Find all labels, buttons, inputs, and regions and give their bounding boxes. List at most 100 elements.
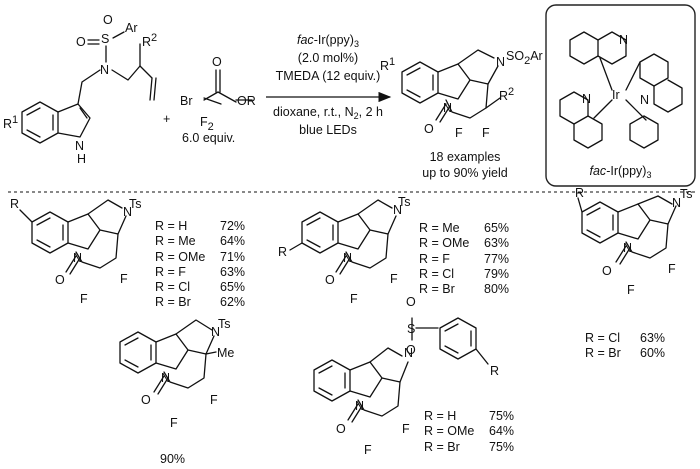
catalyst-n-label-3: N: [582, 92, 591, 106]
reagent-br-label: Br: [180, 94, 193, 108]
substituent-label: R = Cl: [585, 331, 621, 345]
yield-row: R = Br 62%: [155, 295, 245, 310]
plus-sign: +: [163, 112, 170, 126]
scope4-n2-label: N: [161, 371, 170, 385]
reagent-f2-label: F2: [200, 115, 214, 133]
scope2-n-label: N: [393, 203, 402, 217]
product-so2ar-label: SO2Ar: [506, 49, 543, 67]
reagent-o-label: O: [212, 55, 222, 69]
scope4-n-label: N: [211, 325, 220, 339]
product-r2-label: R2: [499, 86, 514, 103]
scope4-ts-label: Ts: [218, 317, 231, 331]
scope4-f-label-2: F: [210, 393, 218, 407]
substituent-label: R = F: [155, 264, 186, 279]
yield-value: 79%: [484, 266, 510, 281]
scope1-f-label-1: F: [80, 292, 88, 306]
scope2-f-label-1: F: [350, 292, 358, 306]
substituent-label: R = OMe: [155, 249, 206, 264]
scope1-ts-label: Ts: [129, 197, 142, 211]
substituent-label: R = F: [419, 251, 450, 266]
scope3-f-label-1: F: [627, 283, 635, 297]
substituent-label: R = Me: [419, 221, 460, 235]
yield-value: 65%: [484, 221, 510, 235]
substituent-label: R = Me: [155, 234, 196, 249]
product-n2-label: N: [443, 101, 452, 115]
product-r1-label: R1: [380, 56, 395, 73]
scope1-r-label: R: [10, 197, 19, 211]
scope5-n2-label: N: [355, 399, 364, 413]
yield-value: 77%: [484, 251, 510, 266]
scope4-me-label: Me: [217, 346, 234, 360]
catalyst-loading: (2.0 mol%): [297, 51, 359, 65]
yield-value: 63%: [640, 331, 666, 345]
scope3-ts-label: Ts: [680, 187, 693, 201]
scope5-o-label-2: O: [406, 343, 416, 357]
scope5-r-label: R: [490, 364, 499, 378]
substrate-r1-label: R1: [3, 114, 18, 131]
yield-value: 60%: [640, 346, 666, 361]
product-n-label: N: [496, 55, 505, 69]
reagent-or-label: OR: [237, 94, 256, 108]
reagent-structure: [203, 69, 253, 105]
scope5-o-label-3: O: [336, 422, 346, 436]
scope5-o-label-1: O: [406, 295, 416, 309]
yield-row: R = Me 65%: [419, 221, 509, 236]
yield-value: 64%: [220, 234, 246, 249]
yield-row: R = Br 60%: [585, 346, 665, 361]
substituent-label: R = OMe: [424, 424, 475, 439]
scope2-n2-label: N: [343, 251, 352, 265]
substituent-label: R = Br: [419, 282, 455, 297]
scope5-s-label: S: [407, 322, 415, 336]
catalyst-n-label-2: N: [640, 93, 649, 107]
substrate-structure: [21, 31, 157, 144]
yield-row: R = F 77%: [419, 252, 509, 267]
product-f-label-1: F: [455, 126, 463, 140]
yield-row: R = OMe 71%: [155, 250, 245, 265]
substrate-o2-label: O: [103, 13, 113, 27]
scope-structure-2: [289, 199, 397, 275]
scope-structure-3: [577, 195, 677, 265]
scope3-f-label-2: F: [668, 262, 676, 276]
reagent-equiv: 6.0 equiv.: [182, 131, 236, 145]
substrate-n-label: N: [100, 63, 109, 77]
substrate-r2-label: R2: [142, 32, 157, 49]
scope1-n2-label: N: [73, 251, 82, 265]
solvent-condition: dioxane, r.t., N2, 2 h: [273, 105, 383, 121]
yield-value: 71%: [220, 249, 246, 264]
substituent-label: R = H: [155, 219, 188, 233]
substituent-label: R = Br: [424, 439, 460, 454]
yield-value: 75%: [489, 439, 515, 454]
scope-structure-4: [119, 319, 217, 395]
substituent-label: R = Cl: [155, 280, 191, 295]
yield-row: R = Me 64%: [155, 234, 245, 249]
scope3-o-label: O: [602, 264, 612, 278]
scope1-f-label-2: F: [120, 272, 128, 286]
scope1-o-label: O: [55, 273, 65, 287]
scope1-n-label: N: [123, 205, 132, 219]
product-o-label: O: [424, 122, 434, 136]
substituent-label: R = Br: [585, 346, 621, 361]
scope3-n2-label: N: [623, 241, 632, 255]
substrate-ar-label: Ar: [125, 21, 138, 35]
product-structure: [401, 49, 501, 123]
substituent-label: R = H: [424, 409, 457, 423]
scope5-f-label-1: F: [364, 443, 372, 457]
substituent-label: R = Br: [155, 295, 191, 310]
yield-row: R = Br 75%: [424, 440, 514, 455]
substituent-label: R = Cl: [419, 266, 455, 281]
catalyst-box-label: fac-Ir(ppy)3: [589, 164, 652, 180]
yield-value: 80%: [484, 282, 510, 297]
yield-value: 63%: [220, 264, 246, 279]
scope5-f-label-2: F: [402, 422, 410, 436]
light-condition: blue LEDs: [299, 123, 357, 137]
scope-structure-1: [19, 199, 127, 275]
yield-value: 62%: [220, 295, 246, 310]
substrate-o-label: O: [76, 35, 86, 49]
